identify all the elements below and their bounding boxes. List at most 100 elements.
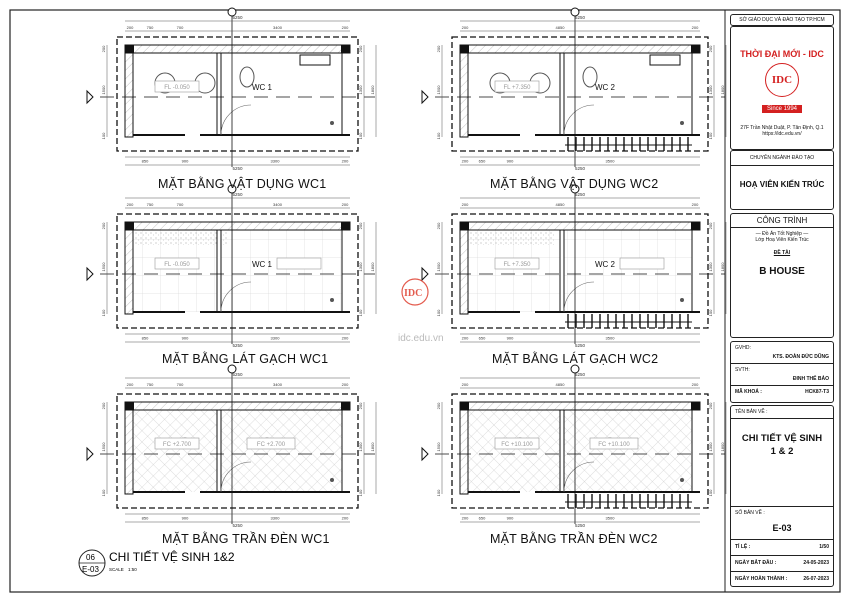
level-text: FC +10.100	[501, 442, 533, 448]
level-tag	[494, 437, 540, 450]
dimension-text: 900	[507, 336, 514, 341]
partition-wall	[216, 52, 222, 136]
dimension-text: 1800	[720, 262, 725, 272]
dimension-text: 850	[142, 159, 149, 164]
website[interactable]: https://idc.edu.vn/	[762, 131, 802, 137]
title-block: SỞ GIÁO DỤC VÀ ĐÀO TẠO TP.HCM THỜI ĐẠI M…	[727, 12, 837, 590]
watermark-logo-text: IDC	[404, 288, 422, 299]
logo-text: IDC	[771, 74, 793, 86]
dimension-text: 100	[708, 132, 713, 139]
column	[691, 45, 700, 53]
top-wall	[459, 401, 701, 411]
dimension-text: 4850	[556, 202, 566, 207]
instructor-label: GVHD:	[735, 345, 751, 351]
dimension-text: 3300	[271, 516, 281, 521]
column	[341, 222, 350, 230]
level-text: FC +10.100	[598, 442, 630, 448]
floor-drain-icon	[680, 298, 684, 302]
dimension-text: 200	[358, 45, 363, 52]
top-wall	[124, 401, 351, 411]
dimension-text: 200	[342, 382, 349, 387]
dimension-text: 850	[142, 516, 149, 521]
dimension-text: 5250	[575, 192, 586, 197]
dimension-text: 200	[708, 45, 713, 52]
dimension-text: 200	[127, 202, 134, 207]
detail-tag: 06 E-03 CHI TIẾT VỆ SINH 1&2 SCALE 1:50	[78, 549, 235, 577]
plan-boundary	[451, 36, 709, 152]
scale-label: TỈ LỆ :	[735, 544, 751, 550]
dimension-text: 1300	[358, 85, 363, 95]
project-sub2: Lớp Hoạ Viên Kiến Trúc	[755, 237, 809, 243]
dimension-text: 200	[708, 402, 713, 409]
dimension-text: 1300	[358, 262, 363, 272]
level-tag	[246, 437, 296, 450]
column	[341, 45, 350, 53]
dimension-text: 100	[436, 489, 441, 496]
railing	[565, 314, 692, 328]
dimension-text: 200	[101, 402, 106, 409]
level-text: FC +2.700	[257, 442, 286, 448]
dimension-text: 200	[462, 159, 469, 164]
floor-drain-icon	[330, 298, 334, 302]
column	[691, 402, 700, 410]
dimension-text: 200	[101, 222, 106, 229]
dimension-text: 1500	[436, 262, 441, 272]
dimension-text: 5250	[232, 372, 243, 377]
dimension-text: 1800	[370, 442, 375, 452]
level-text: FL -0.050	[164, 85, 190, 91]
top-wall	[124, 44, 351, 54]
door-swing	[220, 461, 252, 493]
column	[460, 222, 469, 230]
dimension-text: 3400	[273, 382, 283, 387]
column	[691, 222, 700, 230]
partition-wall	[216, 409, 222, 493]
level-tag	[154, 257, 200, 270]
dimension-text: 3300	[271, 336, 281, 341]
instructor: KTS. ĐOÀN ĐỨC DŨNG	[772, 354, 829, 360]
room-label: WC 1	[252, 83, 273, 92]
plan-title: MẶT BẰNG LÁT GẠCH WC2	[492, 352, 659, 366]
dimension-text: 200	[462, 202, 469, 207]
room-label: WC 2	[595, 260, 616, 269]
dimension-text: 200	[436, 45, 441, 52]
dimension-text: 200	[692, 25, 699, 30]
drawing-box: TÊN BẢN VẼ : CHI TIẾT VỆ SINH 1 & 2 SỐ B…	[730, 405, 834, 587]
level-tag	[154, 80, 200, 93]
people-box: GVHD: KTS. ĐOÀN ĐỨC DŨNG SVTH: ĐINH THẾ …	[730, 341, 834, 403]
since-badge: Since 1994	[761, 105, 803, 113]
level-tag	[276, 257, 322, 270]
railing	[565, 137, 692, 151]
dimension-text: 900	[182, 336, 189, 341]
floor-area	[133, 53, 342, 135]
topic: B HOUSE	[759, 266, 805, 277]
dimension-text: 5250	[575, 166, 586, 171]
dimension-text: 1300	[708, 85, 713, 95]
shelf	[299, 54, 331, 66]
floor-drain-icon	[680, 478, 684, 482]
dimension-text: 200	[127, 382, 134, 387]
floor-drain-icon	[680, 121, 684, 125]
dimension-text: 200	[462, 382, 469, 387]
dimension-text: 100	[358, 489, 363, 496]
left-wall	[459, 52, 469, 138]
left-wall	[459, 409, 469, 495]
dimension-text: 200	[436, 222, 441, 229]
column	[341, 402, 350, 410]
dimension-text: 200	[462, 336, 469, 341]
idc-logo: IDC	[765, 63, 799, 97]
partition-wall	[559, 409, 565, 493]
dimension-text: 3300	[271, 159, 281, 164]
drawing-no: E-03	[772, 523, 792, 533]
student: ĐINH THẾ BẢO	[792, 376, 829, 382]
dimension-text: 3400	[273, 202, 283, 207]
dimension-text: 700	[177, 202, 184, 207]
dimension-text: 200	[708, 222, 713, 229]
plan-title: MẶT BẰNG TRẦN ĐÈN WC2	[490, 532, 658, 546]
plan-title: MẶT BẰNG VẬT DỤNG WC1	[158, 177, 327, 191]
column	[125, 402, 134, 410]
dimension-text: 100	[358, 309, 363, 316]
dimension-text: 5250	[232, 192, 243, 197]
dimension-text: 3500	[606, 336, 616, 341]
